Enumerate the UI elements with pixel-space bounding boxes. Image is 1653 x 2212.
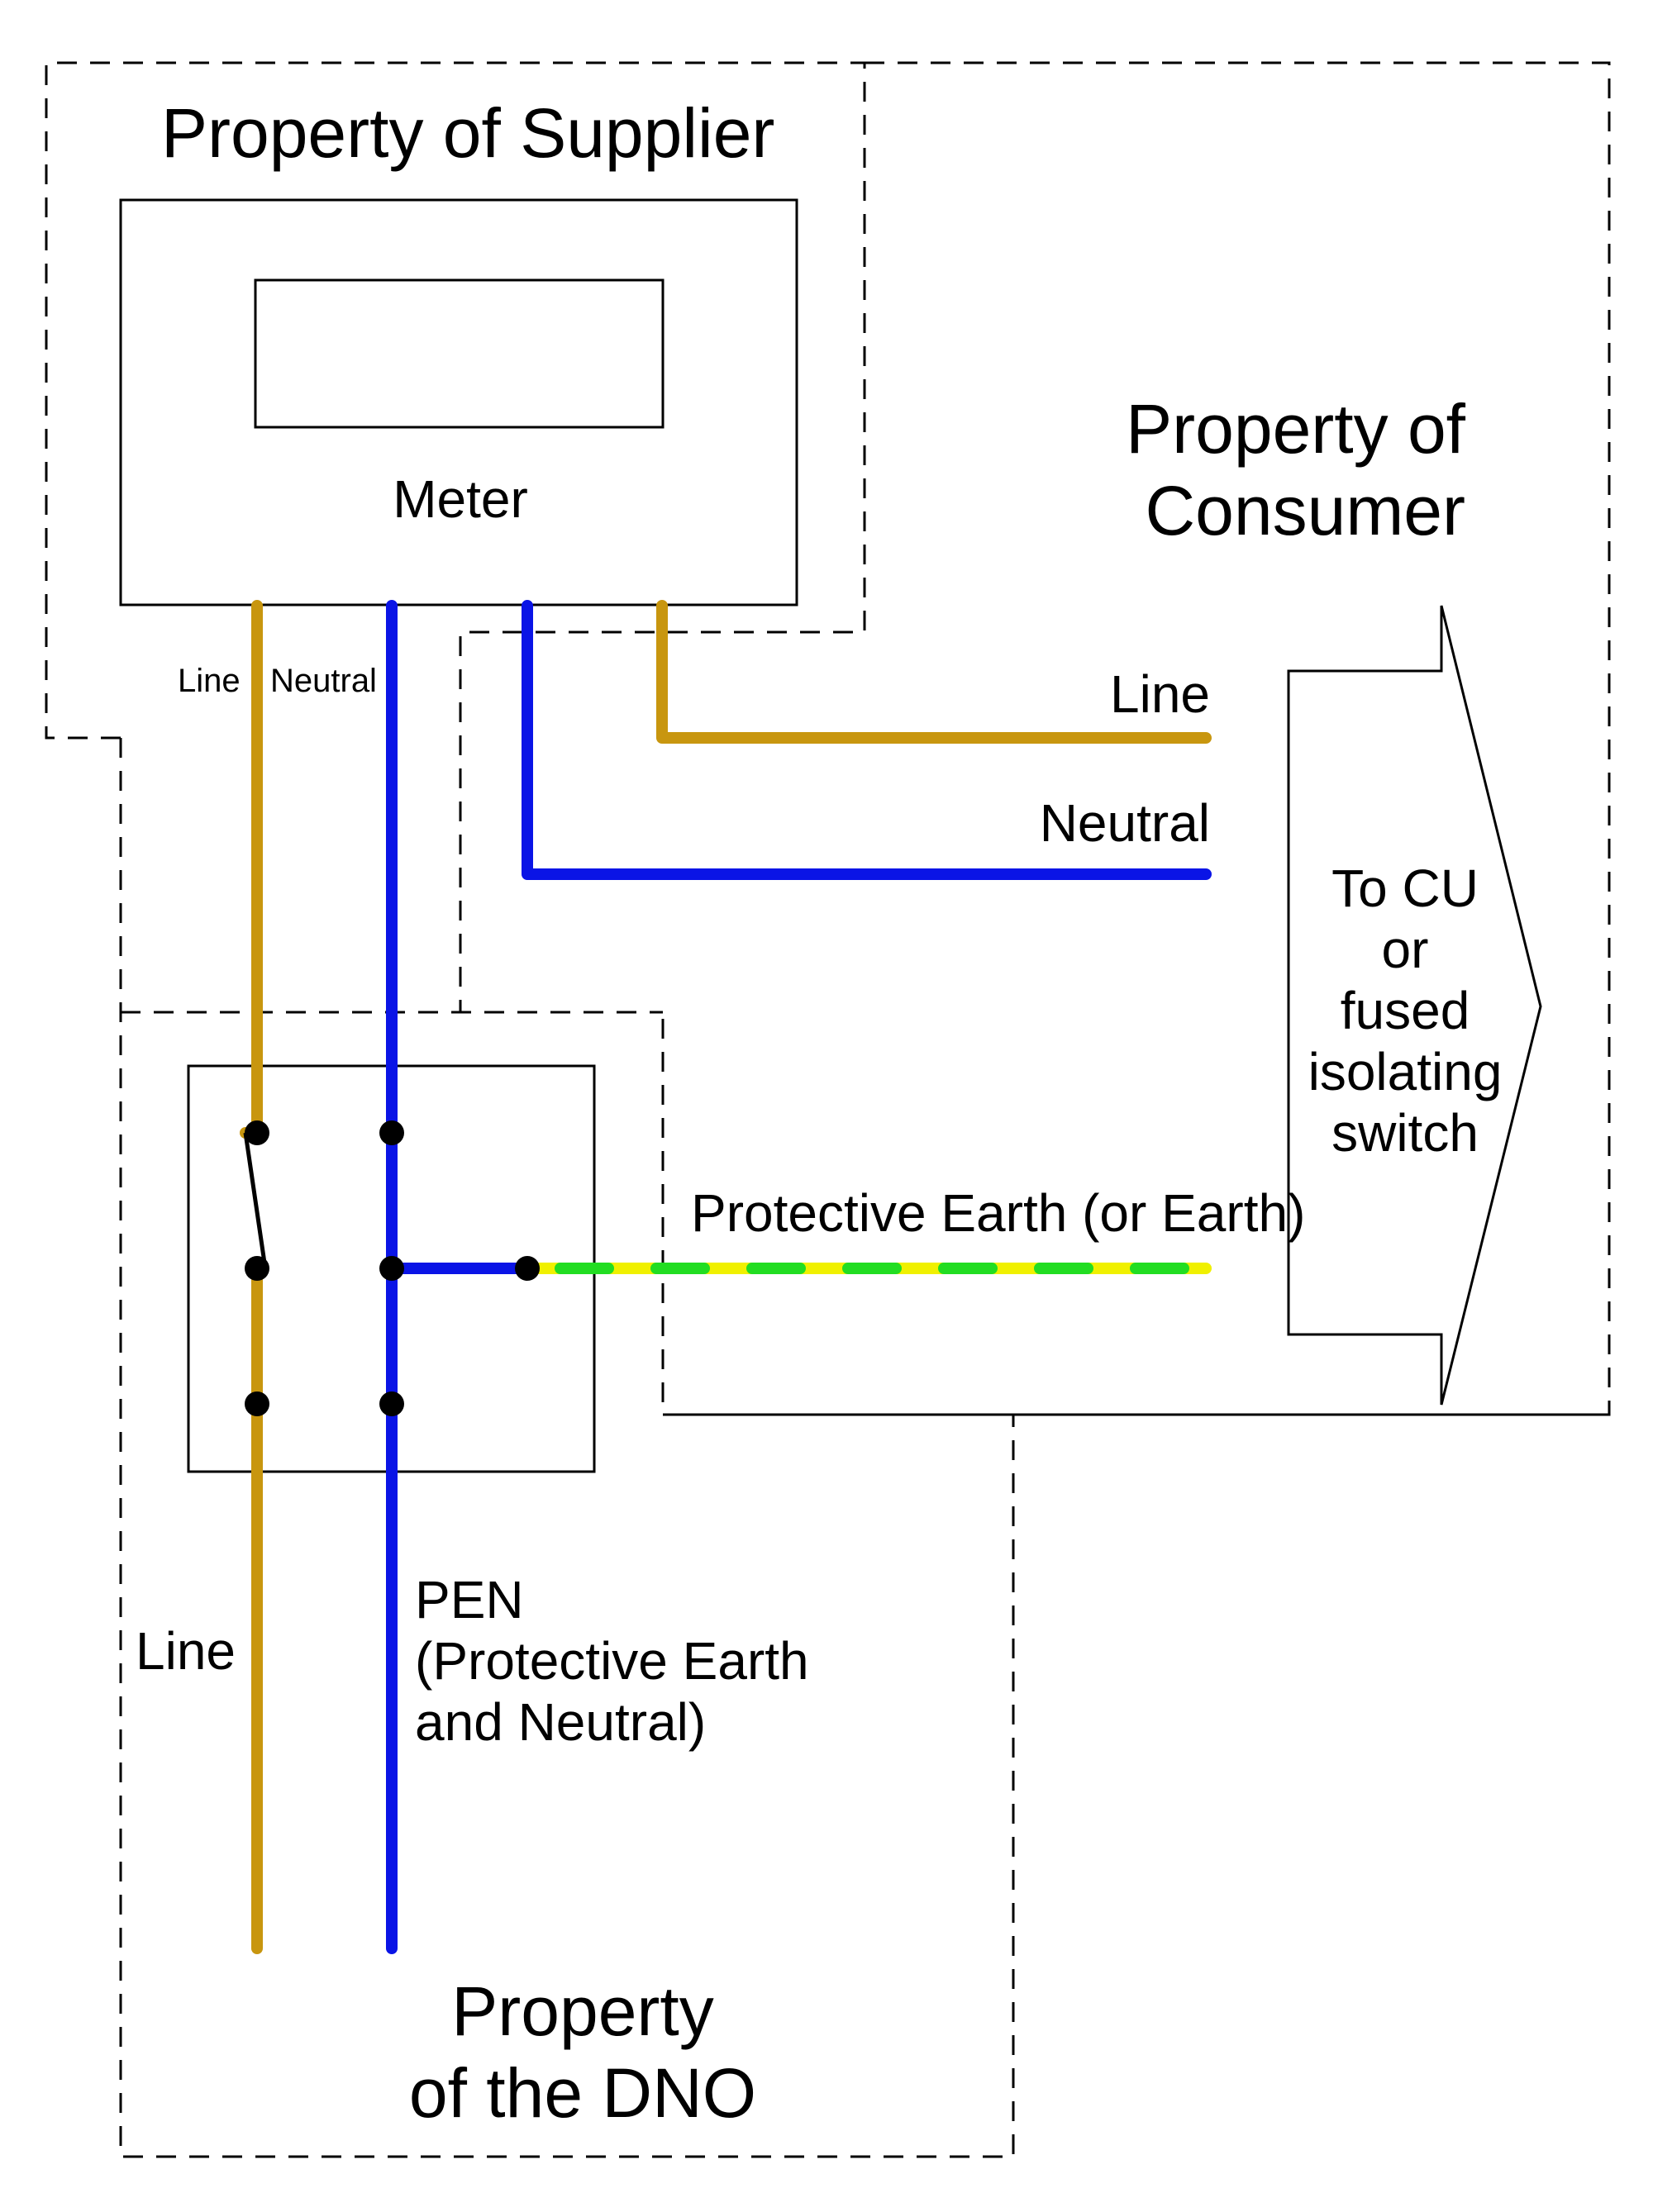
pen-label-line3: and Neutral) (415, 1692, 706, 1752)
consumer-neutral-label: Neutral (1040, 793, 1210, 853)
pen-label-line2: (Protective Earth (415, 1631, 809, 1691)
supplier-neutral-label: Neutral (270, 663, 377, 699)
incoming-line-wire (240, 600, 263, 1139)
dno-title-line2: of the DNO (409, 2054, 756, 2132)
arrow-text-line: or (1382, 920, 1429, 979)
dno-line-label: Line (136, 1621, 236, 1681)
direction-arrow (1287, 605, 1542, 1406)
arrow-text-line: fused (1341, 981, 1470, 1040)
meter-label: Meter (393, 469, 528, 529)
supplier-line-label: Line (178, 663, 241, 699)
terminal-node (245, 1256, 269, 1281)
fuse-link (243, 1132, 268, 1269)
supplier-title: Property of Supplier (161, 94, 774, 172)
terminal-node (245, 1120, 269, 1145)
terminal-node (379, 1120, 404, 1145)
meter-display (254, 278, 665, 429)
terminal-node (379, 1391, 404, 1416)
consumer-line-label: Line (1110, 664, 1210, 724)
consumer-neutral-wire (522, 600, 1212, 880)
dno-title-line1: Property (451, 1972, 713, 2050)
earth-label: Protective Earth (or Earth) (691, 1183, 1305, 1243)
meter-box (119, 198, 798, 607)
pen-label-line1: PEN (415, 1570, 524, 1629)
terminal-node (379, 1256, 404, 1281)
dno-boundary (119, 738, 1015, 2158)
terminal-node (245, 1391, 269, 1416)
arrow-text-line: switch (1331, 1103, 1479, 1163)
consumer-boundary-bottom (661, 1012, 1609, 1416)
terminal-node (515, 1256, 540, 1281)
consumer-title-line1: Property of (1126, 390, 1466, 468)
arrow-text-line: isolating (1308, 1042, 1503, 1101)
consumer-title-line2: Consumer (1146, 472, 1465, 549)
arrow-text-line: To CU (1331, 859, 1479, 918)
consumer-line-wire (656, 600, 1212, 744)
consumer-boundary (663, 61, 1611, 1416)
